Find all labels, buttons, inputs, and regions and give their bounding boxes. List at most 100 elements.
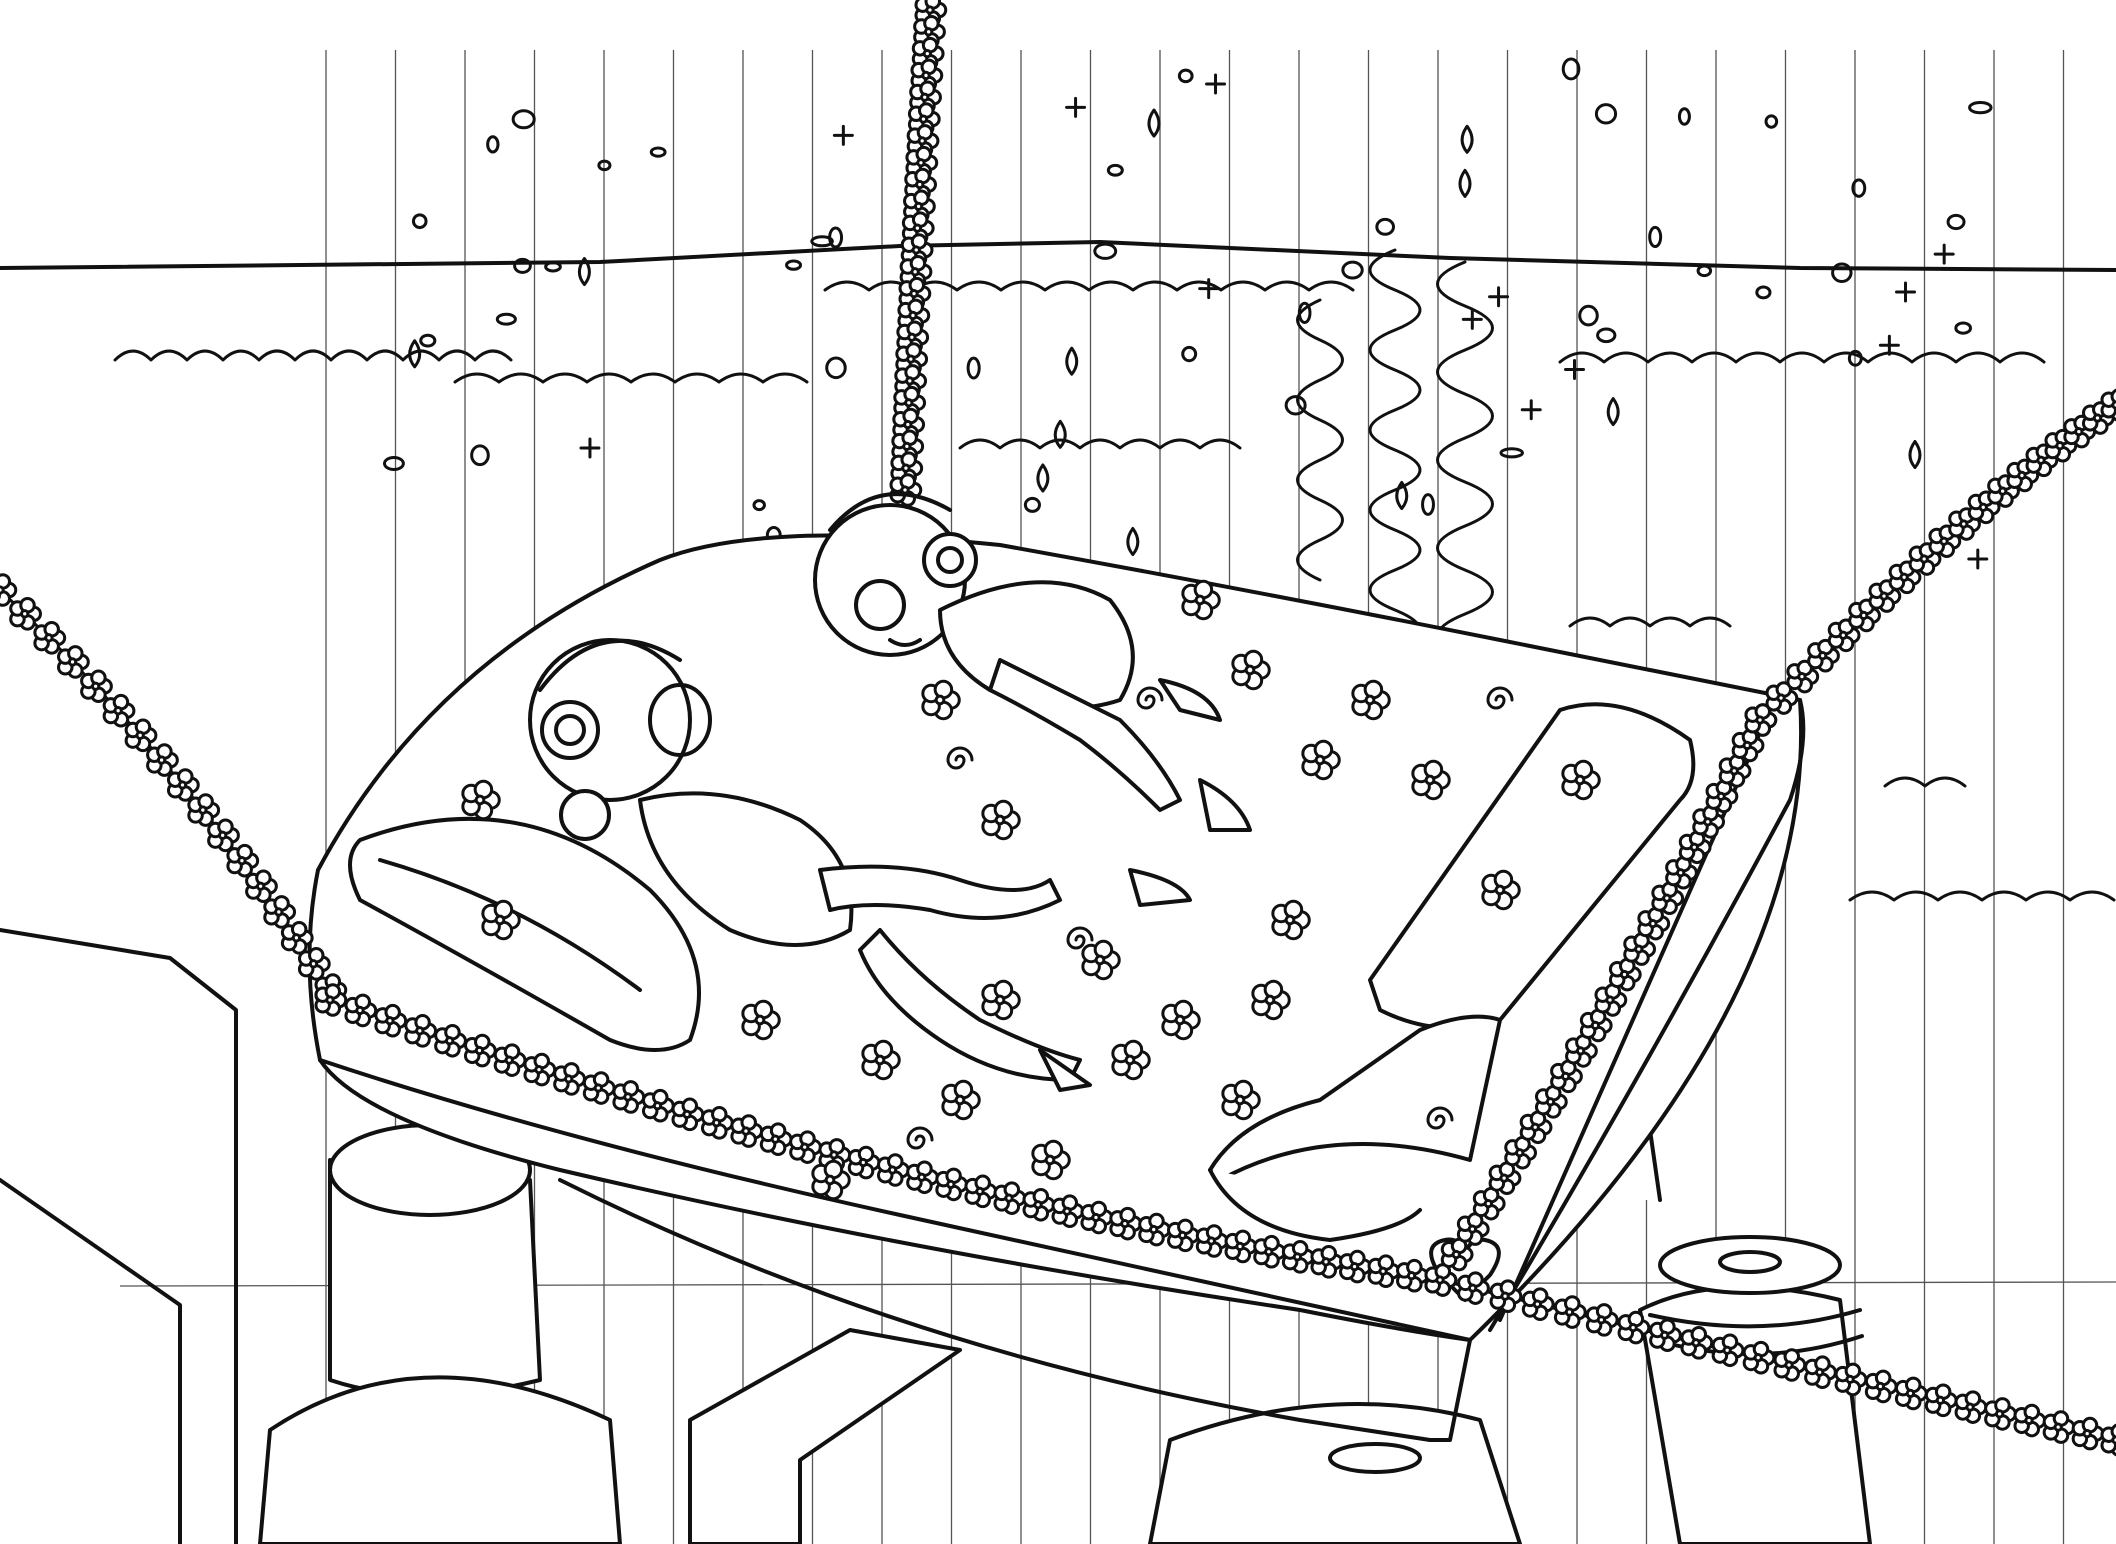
bed-flower: [811, 1159, 851, 1201]
pedestal-center-block: [688, 1328, 962, 1544]
bubble: [810, 235, 834, 248]
vine-flower: [899, 255, 933, 289]
vine-flower: [1678, 830, 1712, 865]
sparkle: [1564, 358, 1585, 380]
rising-bubbles: [383, 57, 1993, 576]
vine-flower: [1623, 932, 1657, 966]
bed-flower: [981, 979, 1021, 1021]
drop: [408, 339, 422, 369]
vine-flower: [1742, 1340, 1776, 1375]
vine-flower: [1489, 1279, 1523, 1314]
vine-flower: [1456, 1212, 1490, 1246]
bed-flower: [1031, 1139, 1071, 1181]
pedestal-far-right-hole: [1718, 1250, 1782, 1274]
vine-flower: [207, 818, 240, 853]
vine-flower: [1565, 1034, 1598, 1068]
robot-leg: [818, 864, 1062, 920]
robot-body: [638, 791, 854, 947]
sparkle: [579, 437, 601, 459]
vine-flower: [789, 1130, 822, 1164]
vine-flower: [1924, 1383, 1958, 1418]
flower-vines: [0, 0, 2116, 1457]
vine-flower: [1367, 1254, 1401, 1289]
sparkle: [1878, 334, 1900, 356]
bubble: [383, 455, 405, 472]
swirl: [1136, 686, 1164, 710]
vine-flower: [2071, 1416, 2105, 1451]
robot-eye: [648, 683, 712, 757]
vine-flower: [935, 1167, 969, 1202]
bed-flower: [981, 799, 1021, 841]
vine-flower: [1665, 855, 1698, 890]
bed-flower: [921, 679, 961, 721]
robot-helmet-crest: [538, 638, 682, 692]
bubble: [411, 213, 428, 230]
vine-flower: [314, 983, 348, 1017]
bubble: [470, 444, 490, 467]
steam-squiggle: [1296, 298, 1344, 582]
sparkle: [1967, 548, 1989, 570]
vine-flower: [1680, 1326, 1714, 1360]
bubble: [1851, 178, 1867, 198]
vine-flower: [582, 1071, 616, 1105]
vine-flower: [404, 1014, 438, 1048]
bed-flower: [1231, 649, 1271, 691]
wave-line: [1883, 776, 1967, 788]
vine-flower: [2042, 1410, 2076, 1444]
sparkle: [1205, 73, 1227, 95]
bubble: [544, 261, 562, 273]
vine-flower: [1765, 681, 1799, 715]
vine-flower: [80, 669, 113, 704]
bubble: [1023, 496, 1041, 513]
bubble: [1375, 217, 1396, 236]
vine-flower: [2006, 458, 2040, 493]
vine-flower: [434, 1023, 467, 1058]
bubble: [597, 159, 612, 172]
bed-flower: [1351, 679, 1391, 721]
vine-flower: [1864, 1369, 1898, 1404]
bed-flower: [1221, 1079, 1261, 1121]
drop: [1395, 481, 1409, 511]
bubble: [752, 499, 766, 512]
vine-flower: [1396, 1258, 1429, 1293]
vine-flower: [166, 768, 200, 802]
swirl: [1066, 926, 1094, 950]
steam-squiggle: [1436, 260, 1494, 660]
robot-helmet-crest: [828, 492, 952, 532]
bubble: [1177, 68, 1194, 84]
vine-flower: [1744, 703, 1778, 737]
robot-arm: [988, 658, 1182, 812]
vine-flower: [263, 895, 297, 929]
vine-flower: [1281, 1240, 1315, 1274]
blanket-right: [1208, 1014, 1502, 1182]
vine-flower: [964, 1174, 998, 1209]
bubble: [1181, 345, 1198, 363]
horizon-line: [0, 240, 2116, 272]
vine-flower: [1519, 1110, 1553, 1145]
bed-flower: [1181, 579, 1221, 621]
bubble: [1297, 301, 1312, 324]
bubble: [1648, 225, 1663, 249]
wave-line: [453, 372, 809, 384]
vine-flower: [1051, 1194, 1085, 1229]
vine-flower: [1488, 1161, 1522, 1195]
bubble: [785, 259, 803, 271]
vine-flower: [523, 1052, 557, 1087]
vine-flower: [1608, 957, 1642, 992]
robot-boot: [1198, 778, 1252, 832]
vine-flower: [226, 843, 260, 878]
pedestal-left-base: [258, 1375, 622, 1544]
robot-eye-closed: [888, 638, 922, 647]
bubble: [1677, 107, 1691, 126]
vine-flower: [33, 621, 67, 655]
vine-flower: [1786, 659, 1820, 694]
vine-flower: [245, 869, 278, 904]
vine-flower: [1954, 1390, 1988, 1424]
vine-flower: [759, 1122, 793, 1157]
vine-flower: [700, 1105, 734, 1140]
vine-flower: [1827, 618, 1861, 653]
vine-flower: [1585, 1303, 1619, 1337]
robot-ear-disc-inner: [554, 714, 586, 746]
